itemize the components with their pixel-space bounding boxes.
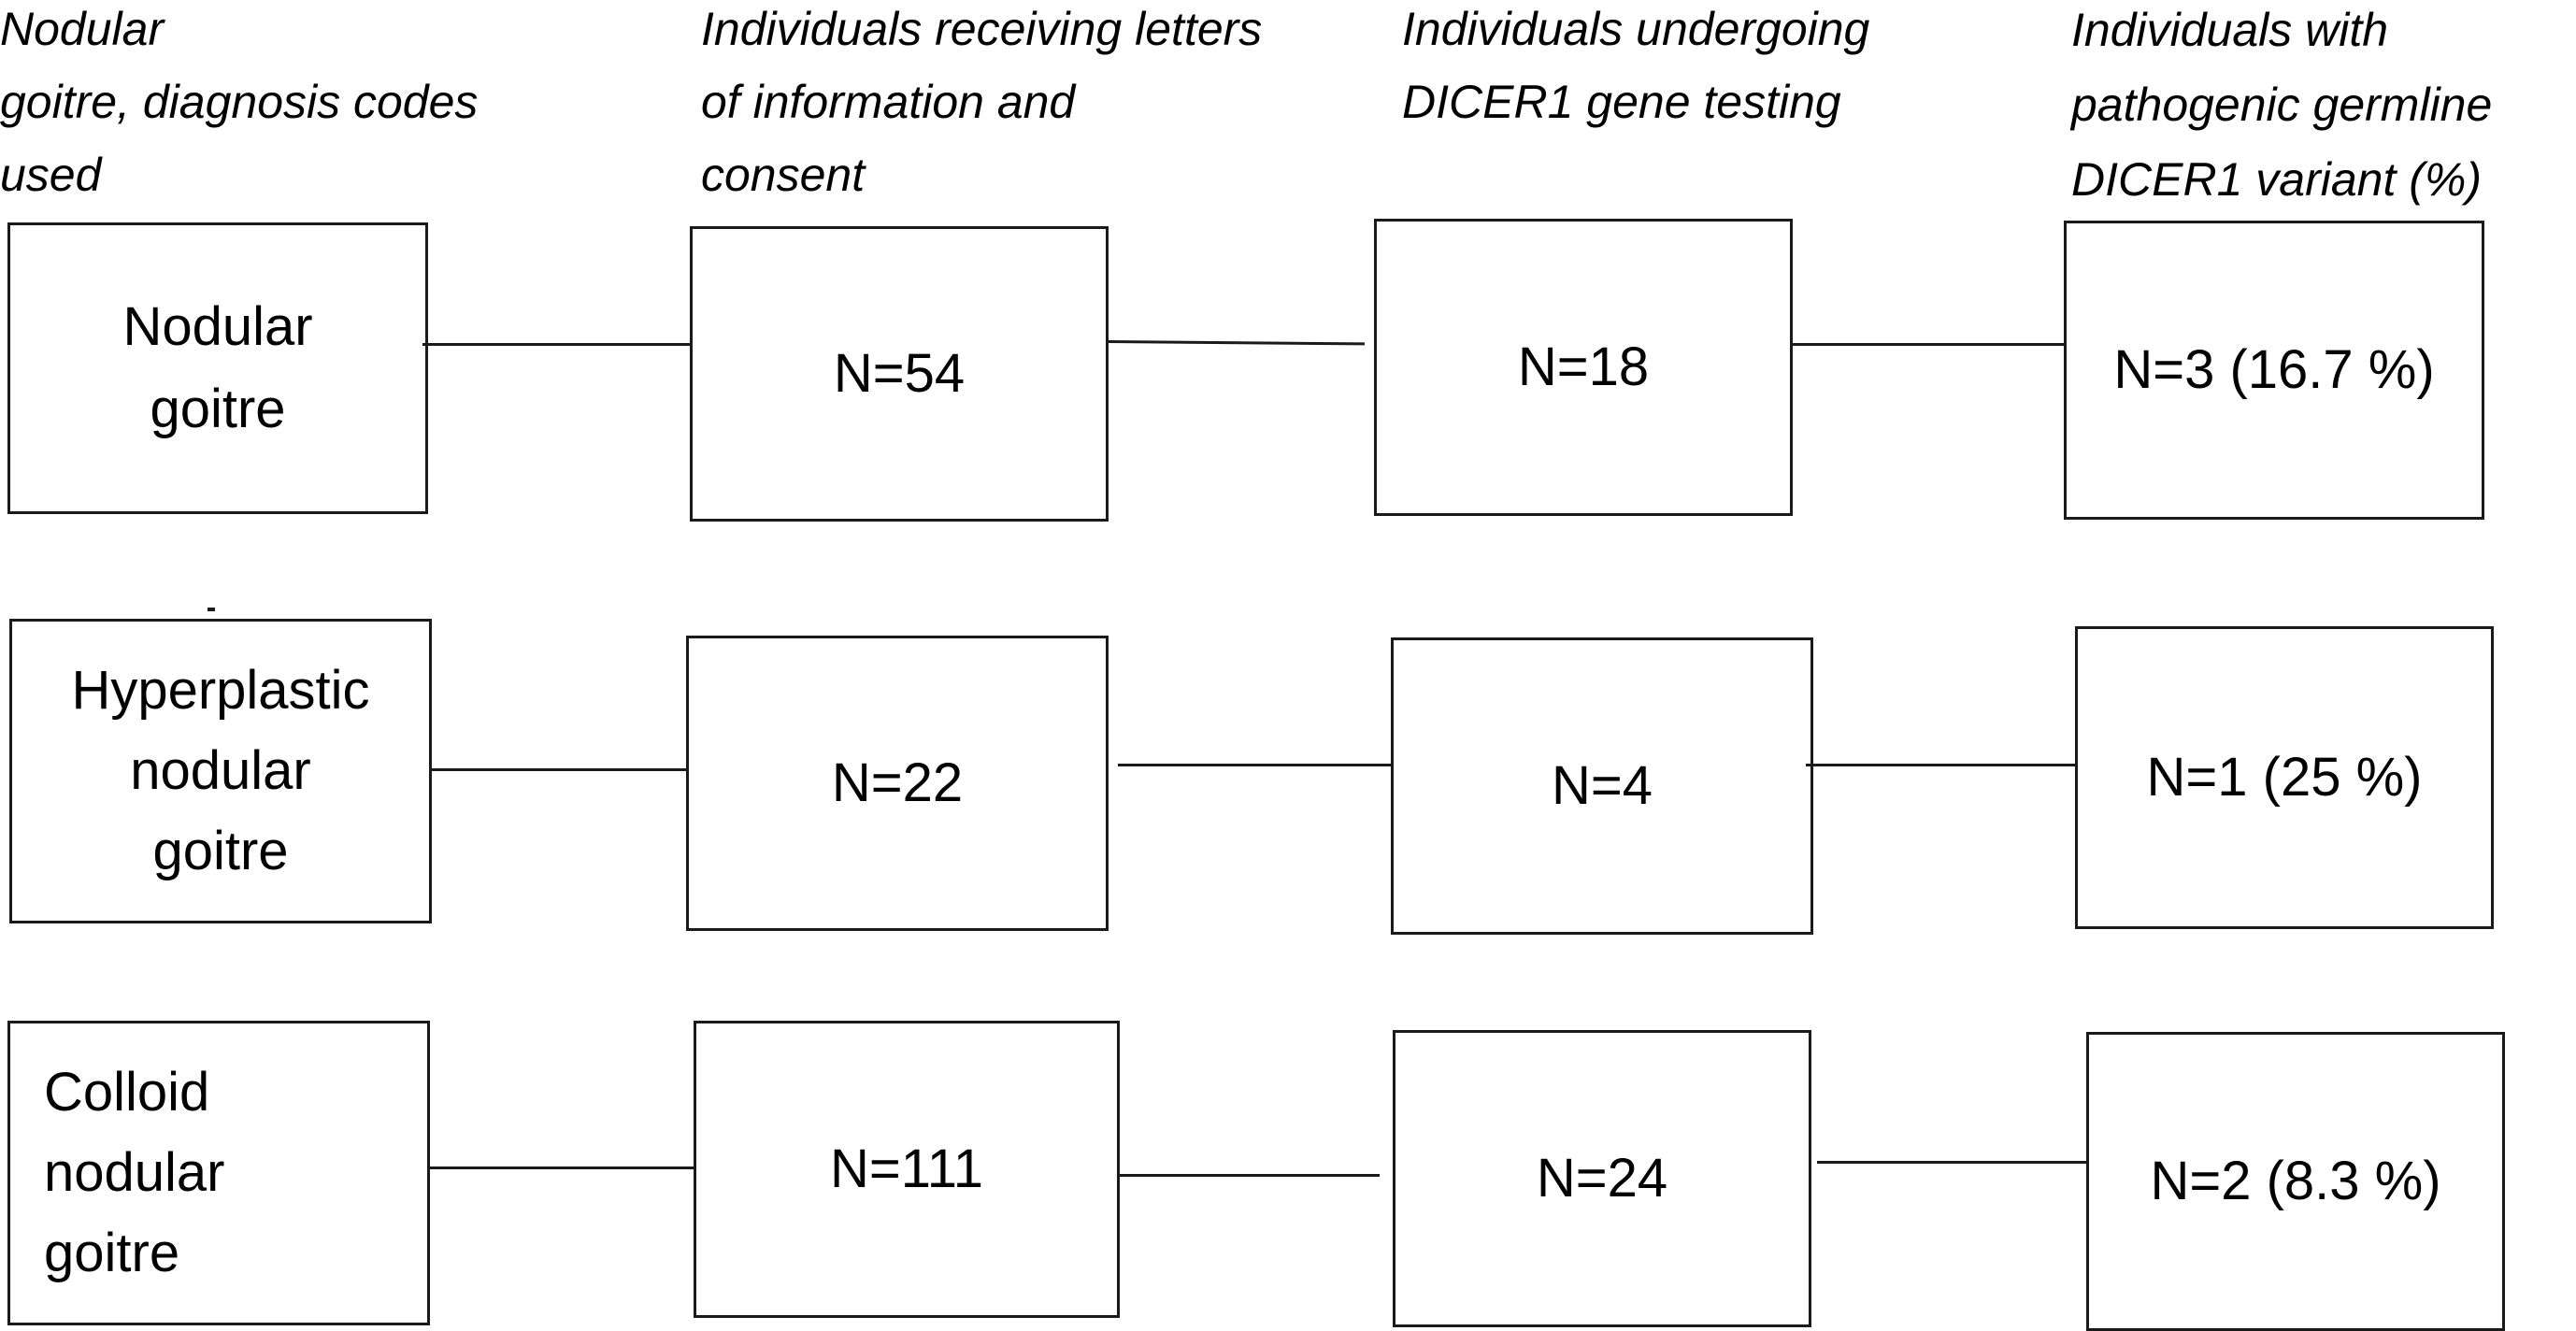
box-variant-row3: N=2 (8.3 %) [2086, 1032, 2505, 1331]
box-nodular-goitre: Nodular goitre [7, 222, 428, 514]
box-variant-row1: N=3 (16.7 %) [2064, 221, 2484, 520]
connector-row2-a [430, 768, 686, 771]
diagnosis-label-colloid-nodular-goitre: Colloid nodular goitre [44, 1062, 225, 1283]
header-diagnosis-codes: Nodular goitre, diagnosis codes used [0, 3, 479, 201]
connector-row3-b [1120, 1174, 1380, 1177]
stray-mark [208, 608, 215, 611]
connector-row3-c [1817, 1161, 2086, 1164]
connector-row2-b [1118, 764, 1391, 766]
box-hyperplastic-nodular-goitre: Hyperplastic nodular goitre [9, 619, 432, 923]
diagnosis-label-nodular-goitre: Nodular goitre [122, 296, 313, 439]
box-tested-row1: N=18 [1374, 219, 1793, 516]
connector-row1-c [1793, 343, 2064, 346]
variant-count-row3: N=2 (8.3 %) [2150, 1151, 2441, 1211]
box-tested-row3: N=24 [1393, 1030, 1811, 1327]
letters-count-row1: N=54 [833, 343, 966, 404]
letters-count-row2: N=22 [831, 752, 964, 813]
box-variant-row2: N=1 (25 %) [2075, 626, 2494, 929]
variant-count-row2: N=1 (25 %) [2146, 747, 2423, 808]
connector-row2-c [1806, 764, 2075, 766]
connector-row1-b [1108, 340, 1366, 346]
tested-count-row3: N=24 [1536, 1148, 1668, 1209]
diagnosis-label-hyperplastic-nodular-goitre: Hyperplastic nodular goitre [71, 660, 370, 881]
box-letters-row2: N=22 [686, 636, 1109, 931]
header-gene-testing: Individuals undergoing DICER1 gene testi… [1402, 3, 1870, 128]
box-tested-row2: N=4 [1391, 637, 1813, 935]
connector-row1-a [422, 343, 690, 346]
box-letters-row3: N=111 [694, 1021, 1120, 1318]
connector-row3-a [430, 1166, 703, 1169]
tested-count-row1: N=18 [1517, 336, 1650, 397]
box-colloid-nodular-goitre: Colloid nodular goitre [7, 1021, 430, 1325]
header-letters-of-information: Individuals receiving letters of informa… [701, 3, 1263, 201]
tested-count-row2: N=4 [1551, 755, 1653, 816]
header-pathogenic-variant: Individuals with pathogenic germline DIC… [2071, 4, 2493, 206]
box-letters-row1: N=54 [690, 226, 1109, 522]
letters-count-row3: N=111 [830, 1138, 983, 1199]
variant-count-row1: N=3 (16.7 %) [2113, 339, 2435, 400]
